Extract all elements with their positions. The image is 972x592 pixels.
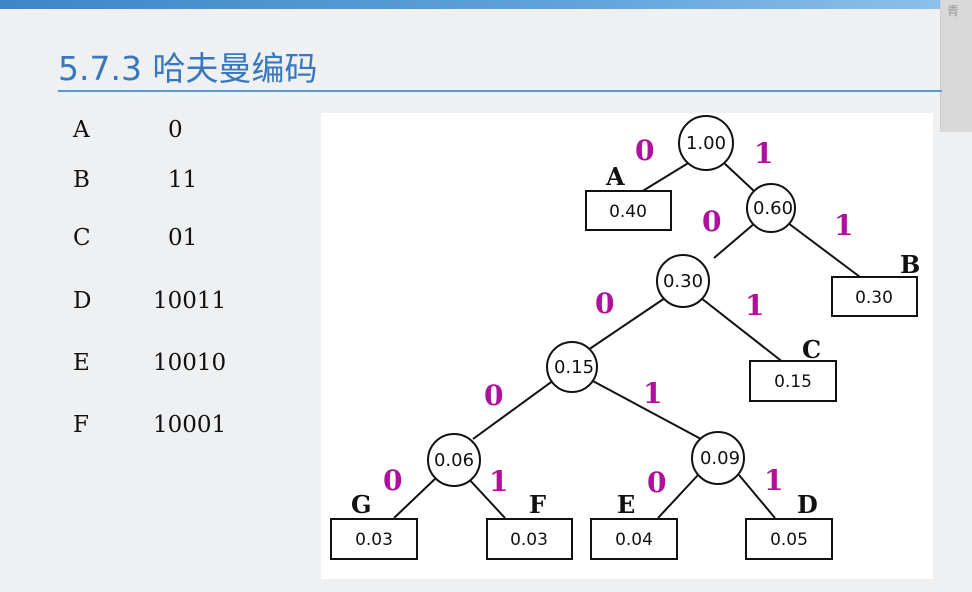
node-0-30 <box>656 254 710 308</box>
node-0-15-label: 0.15 <box>554 357 594 378</box>
bit-006-left: 0 <box>383 464 402 497</box>
code-letter-b: B <box>73 167 90 193</box>
leaf-box-e <box>590 518 678 560</box>
edge-015-006 <box>472 379 555 440</box>
leaf-box-b <box>831 276 918 317</box>
leaf-weight-e: 0.04 <box>615 530 653 550</box>
leaf-weight-g: 0.03 <box>355 530 393 550</box>
title-divider <box>58 90 942 92</box>
edge-060-030 <box>713 222 756 259</box>
leaf-letter-f: F <box>529 490 546 519</box>
code-letter-e: E <box>73 350 90 376</box>
edge-006-g <box>393 476 438 519</box>
leaf-weight-a: 0.40 <box>609 202 647 222</box>
node-1-00 <box>678 115 734 171</box>
leaf-letter-d: D <box>797 490 818 519</box>
bit-root-left: 0 <box>635 134 654 167</box>
node-0-09 <box>691 431 745 485</box>
edge-015-009 <box>590 379 702 440</box>
bit-006-right: 1 <box>489 465 508 498</box>
leaf-box-c <box>749 360 837 402</box>
side-panel-tab[interactable]: 青 <box>940 0 972 132</box>
leaf-letter-a: A <box>605 162 625 191</box>
leaf-letter-e: E <box>617 490 635 519</box>
huffman-tree-diagram: 1.00 0.60 0.30 0.15 0.06 0.09 0.40 0.30 … <box>330 115 920 560</box>
bit-009-left: 0 <box>647 466 666 499</box>
node-0-30-label: 0.30 <box>663 271 703 292</box>
node-0-06 <box>427 433 481 487</box>
edge-030-015 <box>587 297 666 351</box>
bit-009-right: 1 <box>764 464 783 497</box>
leaf-box-g <box>330 518 418 560</box>
code-value-a: 0 <box>168 117 183 143</box>
node-0-60-label: 0.60 <box>753 198 793 219</box>
edge-006-f <box>466 476 506 519</box>
leaf-weight-b: 0.30 <box>855 288 893 308</box>
code-value-c: 01 <box>168 225 198 251</box>
bit-030-left: 0 <box>595 287 614 320</box>
leaf-letter-b: B <box>900 250 920 279</box>
bit-030-right: 1 <box>745 289 764 322</box>
code-letter-a: A <box>73 117 90 143</box>
slide-title: 5.7.3 哈夫曼编码 <box>58 49 318 88</box>
leaf-box-f <box>486 518 573 560</box>
leaf-weight-c: 0.15 <box>774 372 812 392</box>
edge-root-060 <box>722 161 755 192</box>
top-accent-bar <box>0 0 940 9</box>
code-value-d: 10011 <box>153 288 227 314</box>
leaf-letter-g: G <box>351 490 372 519</box>
bit-060-right: 1 <box>834 209 853 242</box>
tree-edges <box>393 161 861 519</box>
code-letter-f: F <box>73 412 89 438</box>
leaf-weight-d: 0.05 <box>770 530 808 550</box>
node-1-00-label: 1.00 <box>686 133 726 154</box>
code-value-f: 10001 <box>153 412 227 438</box>
bit-060-left: 0 <box>702 205 721 238</box>
code-letter-d: D <box>73 288 92 314</box>
code-value-b: 11 <box>168 167 198 193</box>
code-value-e: 10010 <box>153 350 227 376</box>
leaf-box-d <box>745 518 833 560</box>
edge-009-e <box>657 474 699 519</box>
huffman-tree-figure: 1.00 0.60 0.30 0.15 0.06 0.09 0.40 0.30 … <box>321 113 933 579</box>
edge-030-c <box>700 297 785 364</box>
edge-009-d <box>738 474 776 519</box>
edge-060-b <box>787 222 861 278</box>
edge-root-a <box>640 161 691 193</box>
node-0-09-label: 0.09 <box>700 448 740 469</box>
code-letter-c: C <box>73 225 91 251</box>
node-0-15 <box>546 341 598 393</box>
leaf-weight-f: 0.03 <box>510 530 548 550</box>
node-0-60 <box>746 183 796 233</box>
side-panel-tab-label: 青 <box>947 4 960 18</box>
node-0-06-label: 0.06 <box>434 450 474 471</box>
leaf-box-a <box>585 190 672 231</box>
leaf-letter-c: C <box>802 335 821 364</box>
bit-root-right: 1 <box>754 137 773 170</box>
bit-015-left: 0 <box>484 379 503 412</box>
bit-015-right: 1 <box>643 377 662 410</box>
